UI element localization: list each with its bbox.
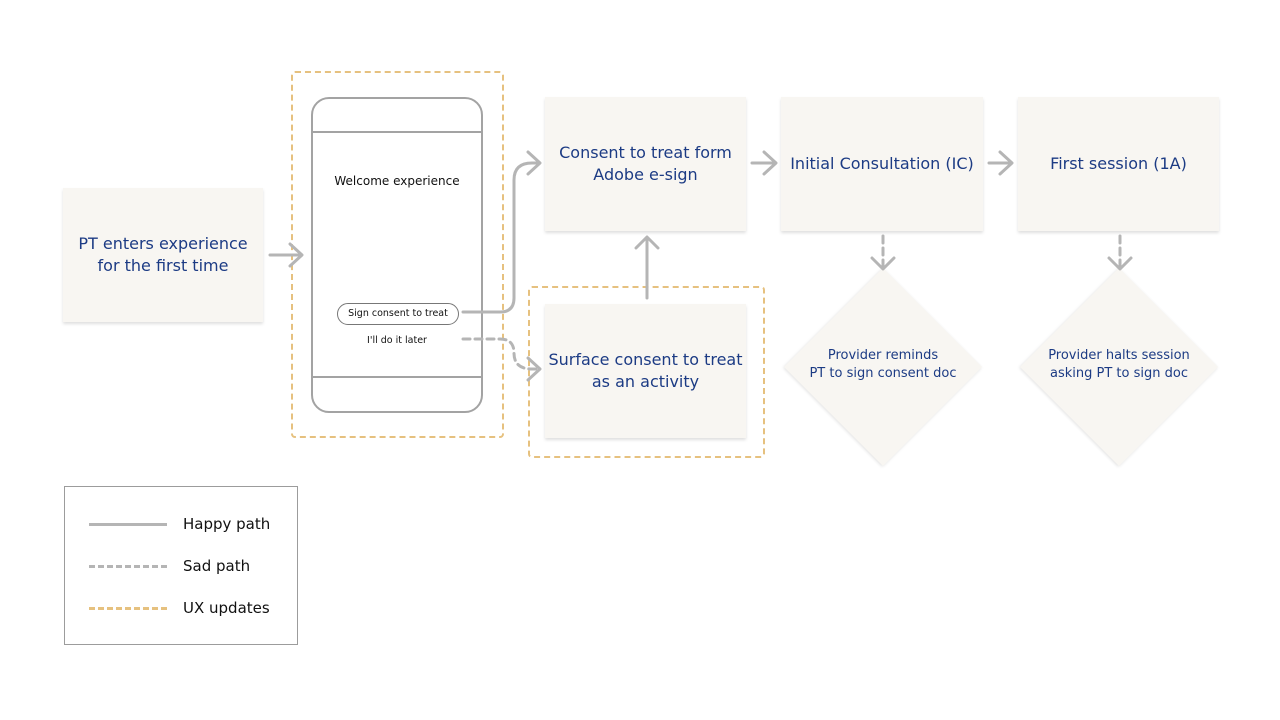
arrowhead-ic-to-reminds bbox=[870, 256, 896, 271]
legend-swatch-solid bbox=[89, 522, 167, 526]
legend: Happy path Sad path UX updates bbox=[64, 486, 298, 645]
arrowhead-form-to-ic bbox=[762, 150, 778, 176]
do-it-later-link[interactable]: I'll do it later bbox=[367, 335, 427, 346]
arrowhead-sign-to-form bbox=[526, 150, 542, 176]
node-surface-activity: Surface consent to treat as an activity bbox=[545, 304, 746, 438]
arrow-later-to-activity bbox=[461, 337, 538, 371]
phone-mockup: Welcome experience Sign consent to treat… bbox=[311, 97, 483, 413]
legend-swatch-ux bbox=[89, 606, 167, 610]
node-consent-form: Consent to treat form Adobe e-sign bbox=[545, 97, 746, 231]
arrowhead-pt-to-phone bbox=[288, 242, 304, 268]
legend-item-happy-path: Happy path bbox=[89, 514, 270, 534]
phone-title: Welcome experience bbox=[334, 174, 460, 188]
legend-label: Happy path bbox=[183, 515, 271, 533]
arrowhead-ic-to-first-session bbox=[998, 150, 1014, 176]
legend-swatch-dashed bbox=[89, 564, 167, 568]
diamond-label: Provider halts session asking PT to sign… bbox=[1048, 348, 1190, 381]
sign-consent-button[interactable]: Sign consent to treat bbox=[337, 303, 459, 325]
arrowhead-activity-to-form bbox=[634, 235, 660, 250]
legend-item-ux-updates: UX updates bbox=[89, 598, 270, 618]
legend-label: UX updates bbox=[183, 599, 270, 617]
node-pt-enters: PT enters experience for the first time bbox=[63, 188, 263, 322]
arrow-sign-to-form bbox=[461, 161, 540, 314]
node-initial-consultation: Initial Consultation (IC) bbox=[781, 97, 983, 231]
phone-header-divider bbox=[313, 131, 481, 133]
legend-label: Sad path bbox=[183, 557, 251, 575]
phone-footer-divider bbox=[313, 376, 481, 378]
arrowhead-first-to-halts bbox=[1107, 256, 1133, 271]
arrowhead-later-to-activity bbox=[526, 356, 542, 382]
diamond-label: Provider reminds PT to sign consent doc bbox=[809, 348, 957, 381]
diamond-provider-reminds: Provider reminds PT to sign consent doc bbox=[784, 268, 982, 466]
node-first-session: First session (1A) bbox=[1018, 97, 1219, 231]
diamond-provider-halts: Provider halts session asking PT to sign… bbox=[1020, 268, 1218, 466]
legend-item-sad-path: Sad path bbox=[89, 556, 250, 576]
